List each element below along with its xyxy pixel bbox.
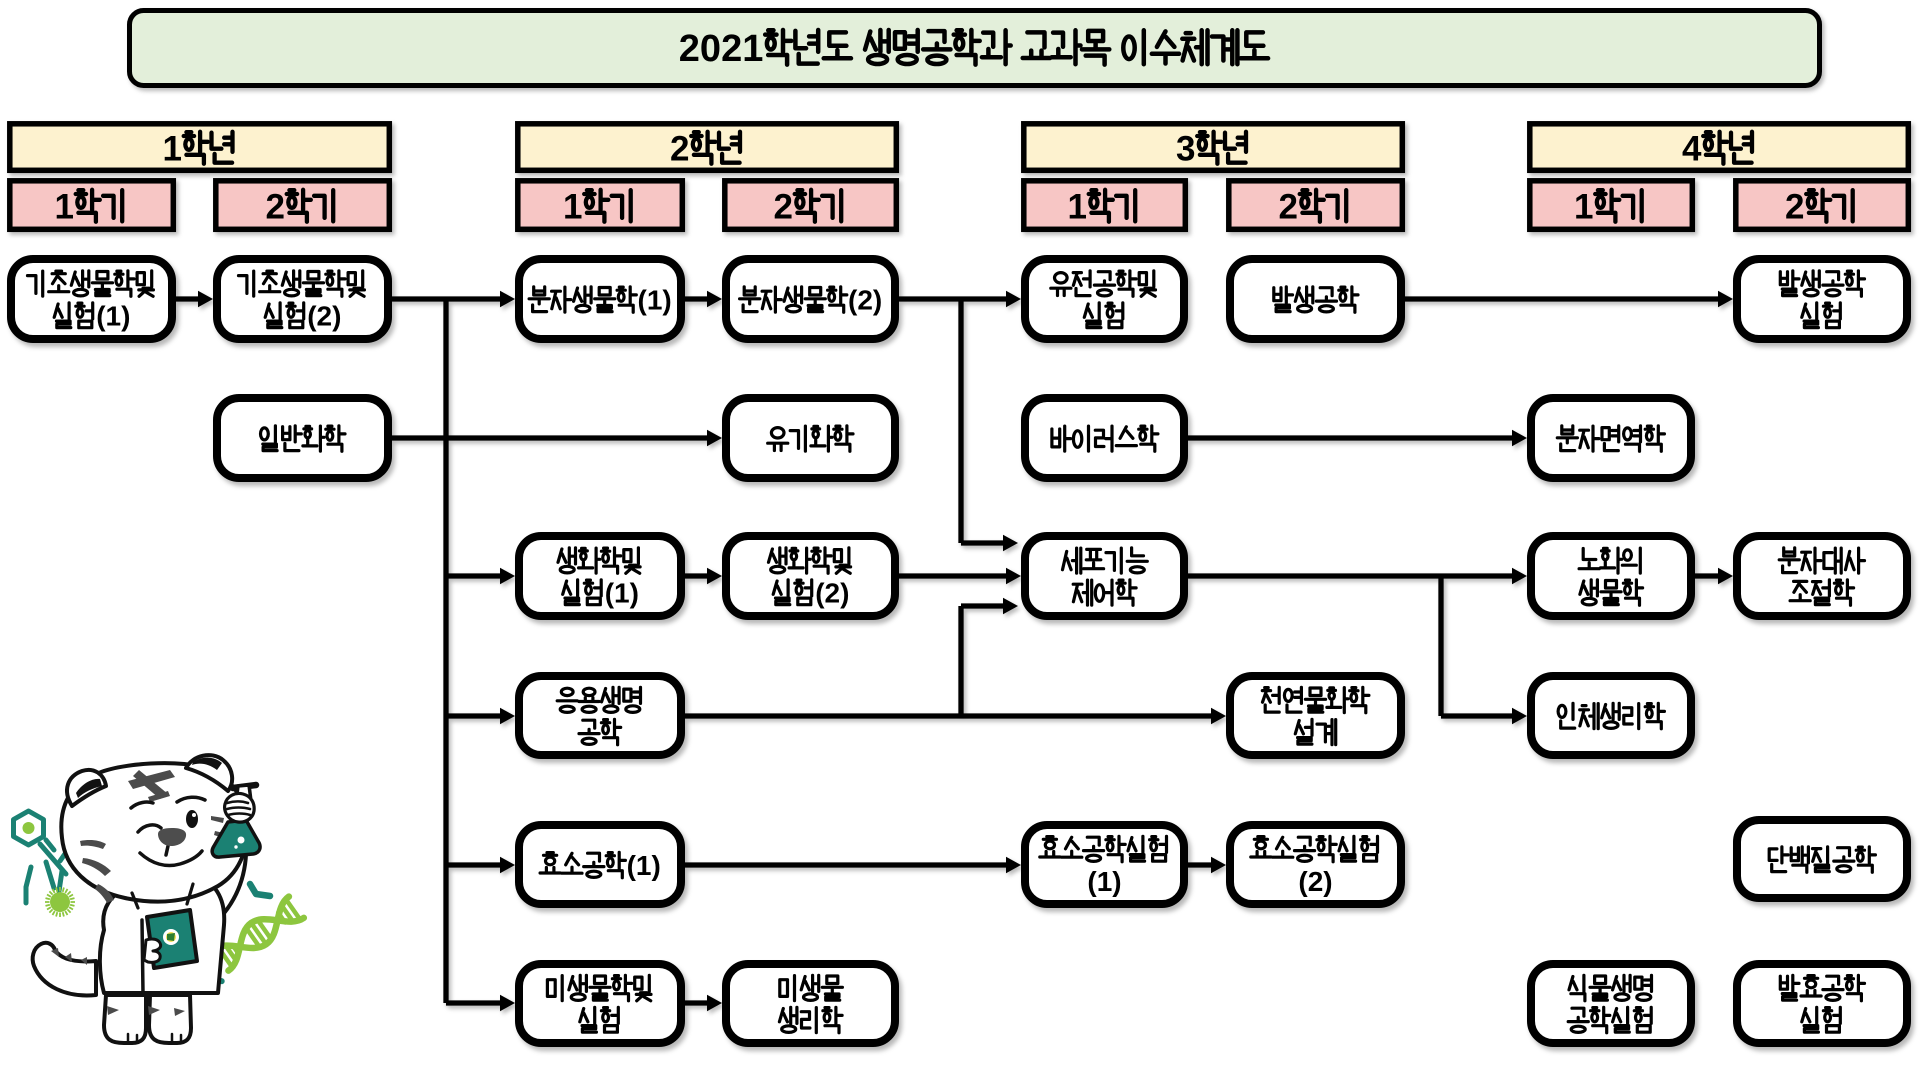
svg-text:1: 1 <box>163 129 182 168</box>
svg-text:2: 2 <box>266 187 285 226</box>
svg-text:2021: 2021 <box>679 28 764 70</box>
svg-text:(1): (1) <box>638 285 672 316</box>
svg-text:(2): (2) <box>848 285 882 316</box>
svg-text:(1): (1) <box>605 578 639 609</box>
svg-text:(1): (1) <box>1087 866 1121 897</box>
svg-text:1: 1 <box>563 187 582 226</box>
svg-text:2: 2 <box>670 129 689 168</box>
svg-text:1: 1 <box>1068 187 1087 226</box>
svg-text:3: 3 <box>1176 129 1195 168</box>
svg-text:1: 1 <box>55 187 74 226</box>
svg-text:(2): (2) <box>1298 866 1332 897</box>
svg-text:2: 2 <box>1279 187 1298 226</box>
svg-text:4: 4 <box>1682 129 1702 168</box>
svg-text:2: 2 <box>1785 187 1804 226</box>
svg-text:(2): (2) <box>307 301 341 332</box>
svg-text:(1): (1) <box>627 850 661 881</box>
svg-text:1: 1 <box>1574 187 1593 226</box>
svg-text:(2): (2) <box>815 578 849 609</box>
svg-text:(1): (1) <box>96 301 130 332</box>
svg-text:2: 2 <box>774 187 793 226</box>
